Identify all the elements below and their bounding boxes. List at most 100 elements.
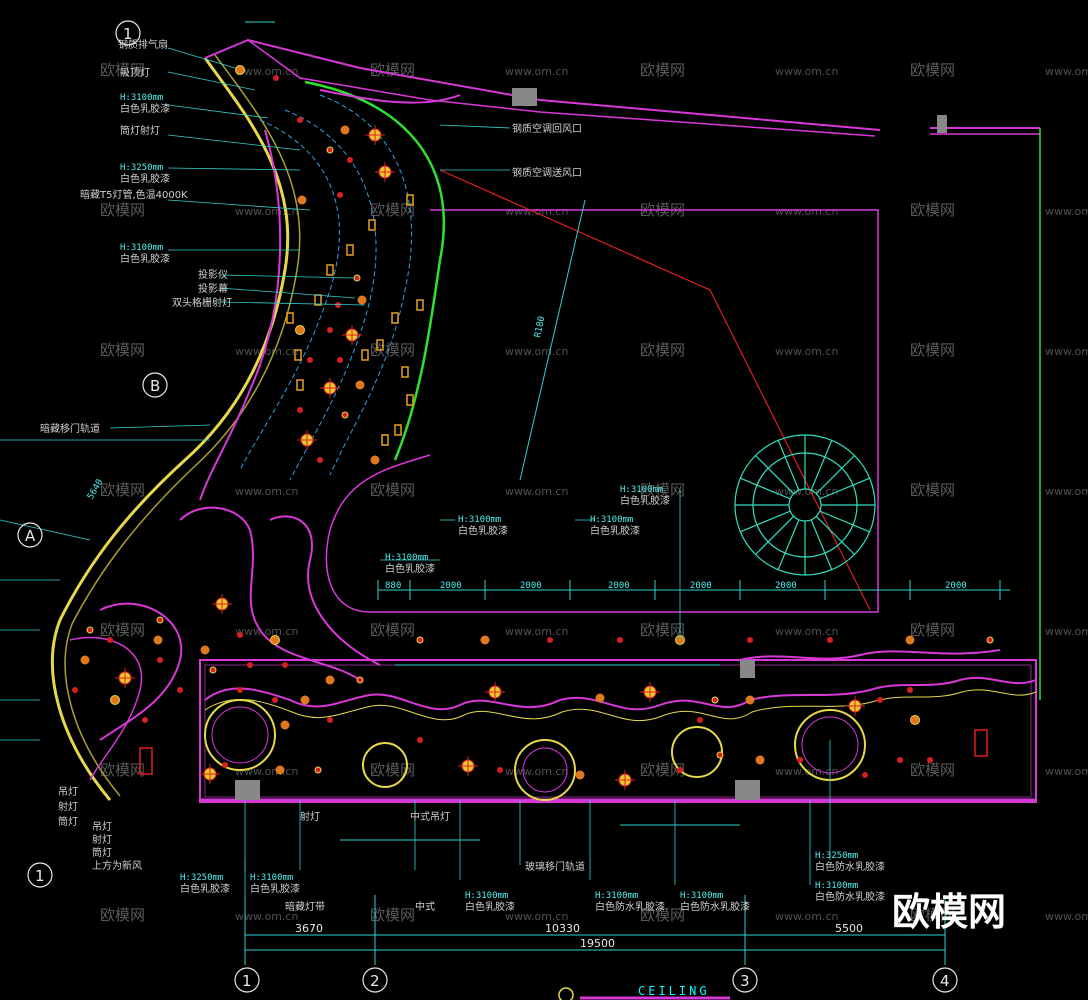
- note-height-1: H:3100mm: [120, 93, 163, 103]
- watermark-url: www.om.cn: [235, 625, 298, 638]
- grille-spotlight-icon: [381, 434, 389, 446]
- downlight-icon: [337, 192, 343, 198]
- note-bottom-waterproof-1: 白色防水乳胶漆: [595, 900, 665, 913]
- downlight-icon: [327, 717, 333, 723]
- watermark-url: www.om.cn: [505, 205, 568, 218]
- watermark-text: 欧模网: [100, 906, 145, 924]
- note-projector: 投影仪: [198, 268, 228, 281]
- downlight-icon: [417, 737, 423, 743]
- downlight-icon: [617, 637, 623, 643]
- note-bottom-light-strip: 暗藏灯带: [285, 900, 325, 913]
- downlight-icon: [297, 117, 303, 123]
- downlight-icon: [745, 695, 755, 705]
- watermark-text: 欧模网: [370, 906, 415, 924]
- downlight-icon: [153, 635, 163, 645]
- note-return-vent: 钢质空调回风口: [512, 122, 582, 135]
- note-bottom-chinese: 中式: [415, 900, 435, 913]
- grid-label-top-1: 1: [123, 25, 133, 43]
- watermark-url: www.om.cn: [1045, 485, 1088, 498]
- note-bottom-downlight: 筒灯: [58, 815, 78, 828]
- watermark-text: 欧模网: [370, 61, 415, 79]
- dim-top-7: 2000: [945, 581, 967, 591]
- watermark-url: www.om.cn: [775, 65, 838, 78]
- grid-label-left-1: 1: [35, 867, 45, 885]
- watermark-url: www.om.cn: [1045, 910, 1088, 923]
- grille-spotlight-icon: [416, 299, 424, 311]
- grille-spotlight-icon: [346, 244, 354, 256]
- caption-text: CEILING: [638, 984, 710, 998]
- note-bottom-spot-2: 射灯: [300, 811, 320, 823]
- stair-tread: [819, 510, 870, 533]
- top-annotations: 钢质空调回风口 钢质空调送风口: [512, 122, 582, 179]
- note-exhaust-fan: 钢质排气扇: [118, 38, 168, 51]
- downlight-icon: [80, 655, 90, 665]
- note-t5-light: 暗藏T5灯管,色温4000K: [80, 188, 188, 201]
- note-bl-spot: 射灯: [92, 834, 112, 846]
- downlight-icon: [156, 616, 164, 624]
- stair-tread: [740, 510, 791, 533]
- downlight-icon: [355, 380, 365, 390]
- watermark-text: 欧模网: [640, 61, 685, 79]
- downlight-icon: [222, 762, 228, 768]
- downlight-icon: [347, 157, 353, 163]
- grid-label-A: A: [25, 527, 36, 545]
- downlight-icon: [209, 666, 217, 674]
- left-annotations: 钢质排气扇 吸顶灯 H:3100mm 白色乳胶漆 筒灯射灯 H:3250mm 白…: [40, 38, 232, 435]
- downlight-icon: [416, 636, 424, 644]
- grille-spotlight-icon: [406, 394, 414, 406]
- grille-spotlight-icon: [286, 312, 294, 324]
- note-center-height-3: H:3100mm: [590, 515, 633, 525]
- downlight-icon: [897, 757, 903, 763]
- stair-tread: [815, 515, 855, 555]
- grille-spotlight-icon: [376, 339, 384, 351]
- note-bottom-paint-2: 白色乳胶漆: [250, 882, 300, 895]
- grille-spotlight-icon: [391, 312, 399, 324]
- watermark-url: www.om.cn: [235, 910, 298, 923]
- note-bl-pendant: 吊灯: [92, 821, 112, 833]
- downlight-icon: [497, 767, 503, 773]
- downlight-icon: [326, 146, 334, 154]
- watermark-text: 欧模网: [640, 481, 685, 499]
- note-bottom-spot: 射灯: [58, 801, 78, 813]
- note-spotlight: 筒灯射灯: [120, 124, 160, 137]
- note-bottom-paint-3: 白色乳胶漆: [465, 900, 515, 913]
- downlight-icon: [107, 637, 113, 643]
- note-bottom-waterproof-3: 白色防水乳胶漆: [815, 860, 885, 873]
- downlight-icon: [300, 695, 310, 705]
- grid-label-1: 1: [242, 972, 252, 990]
- watermark-text: 欧模网: [100, 621, 145, 639]
- downlight-icon: [275, 765, 285, 775]
- light-fixtures: [72, 65, 994, 790]
- stair-tread: [755, 515, 795, 555]
- downlight-icon: [273, 75, 279, 81]
- watermark-text: 欧模网: [100, 481, 145, 499]
- stair-tread: [777, 440, 800, 491]
- watermark-url: www.om.cn: [505, 65, 568, 78]
- watermark-url: www.om.cn: [775, 910, 838, 923]
- dimension-lines: [244, 21, 1010, 965]
- downlight-icon: [280, 720, 290, 730]
- stair-tread: [815, 455, 855, 495]
- note-bottom-waterproof-2: 白色防水乳胶漆: [680, 900, 750, 913]
- note-height-3: H:3100mm: [120, 243, 163, 253]
- note-paint-2: 白色乳胶漆: [120, 172, 170, 185]
- downlight-icon: [370, 455, 380, 465]
- downlight-icon: [142, 717, 148, 723]
- watermark-url: www.om.cn: [1045, 625, 1088, 638]
- downlight-icon: [282, 662, 288, 668]
- watermark-text: 欧模网: [370, 341, 415, 359]
- watermark-text: 欧模网: [910, 761, 955, 779]
- downlight-icon: [272, 697, 278, 703]
- downlight-icon: [755, 755, 765, 765]
- watermark-url: www.om.cn: [1045, 65, 1088, 78]
- watermark-text: 欧模网: [100, 61, 145, 79]
- watermark-text: 欧模网: [370, 621, 415, 639]
- dim-top-4: 2000: [608, 581, 630, 591]
- grille-spotlight-icon: [368, 219, 376, 231]
- watermark-layer: 欧模网 www.om.cn 欧模网 www.om.cn 欧模网 www.om.cn 欧模网 w…: [100, 61, 1088, 924]
- spiral-staircase: [734, 434, 876, 576]
- note-bottom-pendant: 吊灯: [58, 786, 78, 798]
- watermark-url: www.om.cn: [235, 345, 298, 358]
- note-center-height-1: H:3100mm: [458, 515, 501, 525]
